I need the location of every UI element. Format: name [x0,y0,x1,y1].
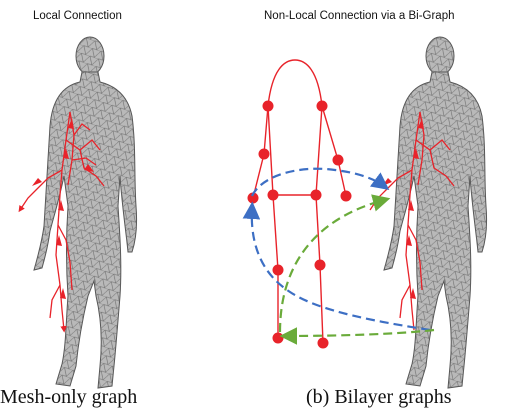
skeleton-node [317,337,329,349]
blue-arrow-from-mesh [242,201,431,332]
skeleton-node [262,100,274,112]
skeleton-node [310,189,322,201]
green-arrow-to-mesh [278,194,391,333]
skeleton-node [258,148,270,160]
green-arrow-to-skeleton [279,327,435,345]
skeleton-graph-nodes [247,100,352,349]
local-graph-arrows [32,118,94,299]
skeleton-node [267,189,279,201]
skeleton-node [340,190,352,202]
skeleton-node [247,192,259,204]
mesh-body-left [33,36,138,389]
skeleton-node [314,259,326,271]
caption-bilayer: (b) Bilayer graphs [306,386,452,408]
skeleton-node [272,332,284,344]
caption-mesh-only: Mesh-only graph [0,386,138,408]
mesh-body-right [383,36,488,389]
skeleton-node [272,264,284,276]
panel-title-nonlocal: Non-Local Connection via a Bi-Graph [264,10,455,22]
skeleton-node [332,154,344,166]
blue-arrow-to-mesh [251,167,390,197]
panel-title-local: Local Connection [33,10,122,22]
skeleton-node [316,100,328,112]
